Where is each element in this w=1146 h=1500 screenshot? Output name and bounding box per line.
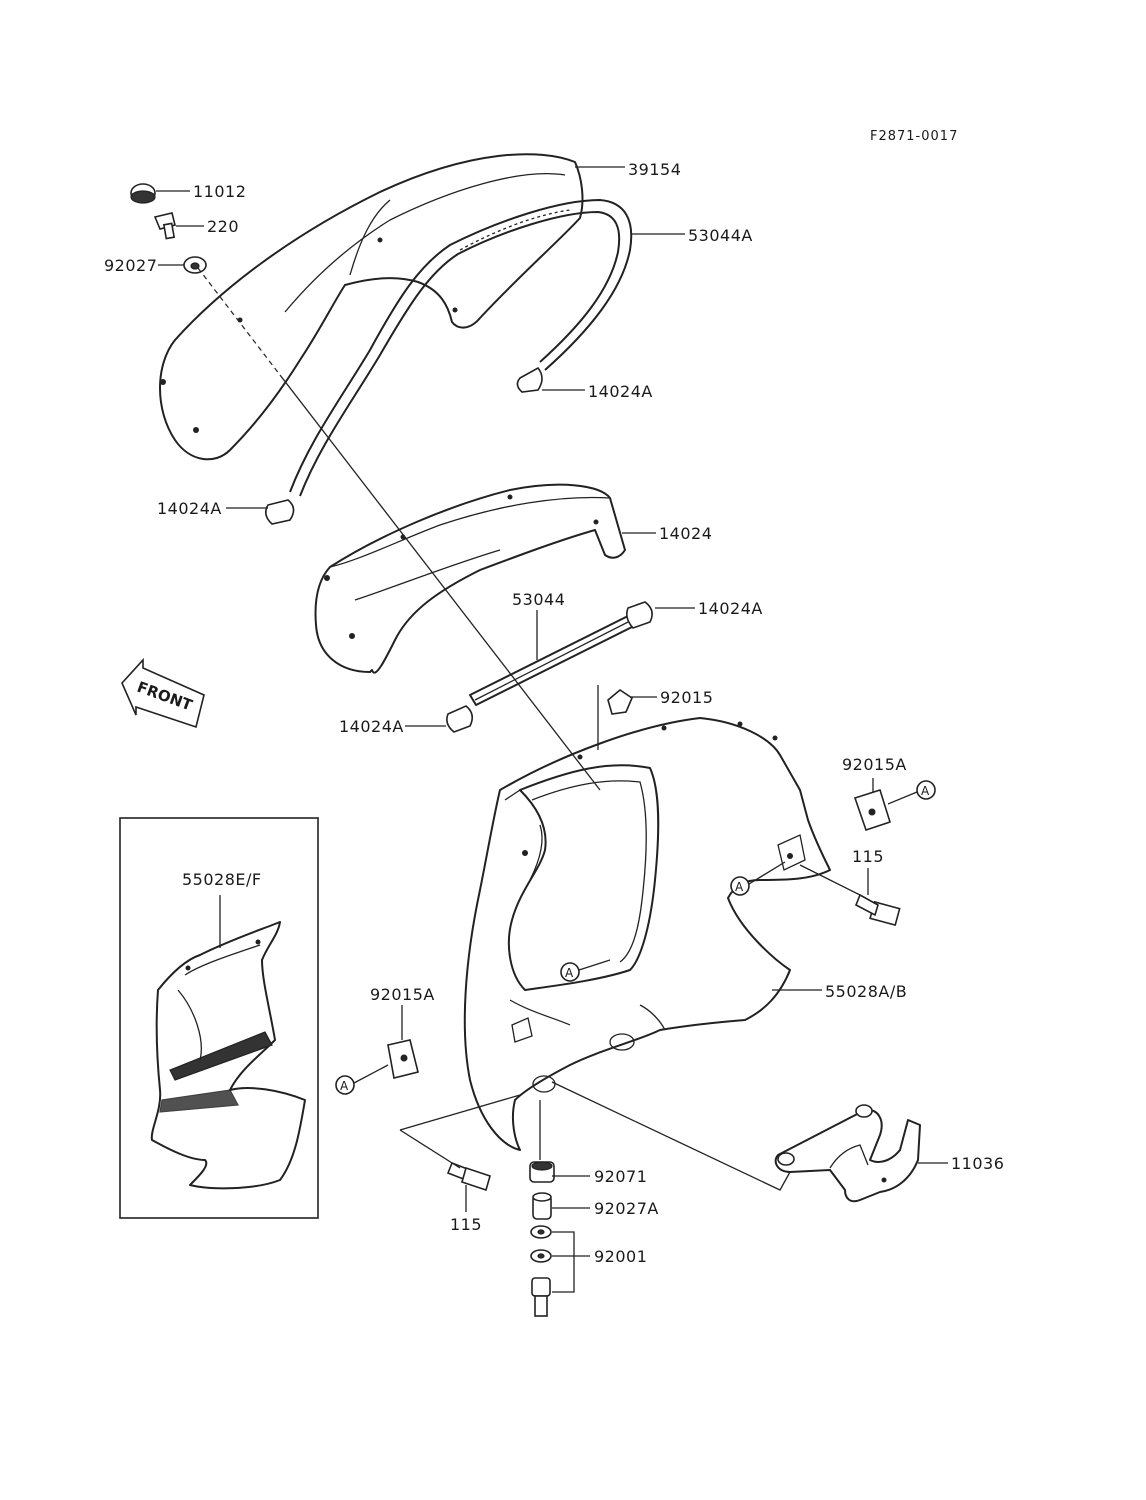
label-53044a: 53044A [688, 226, 753, 245]
screw-220 [153, 212, 176, 240]
grommet-92071 [529, 1161, 555, 1183]
trim-end-cap-left-upper [264, 499, 295, 525]
label-92027a: 92027A [594, 1199, 659, 1218]
nut-92015a-right [853, 788, 891, 832]
svg-text:A: A [565, 966, 574, 980]
trim-strip-upper [289, 199, 633, 497]
label-220: 220 [207, 217, 239, 236]
label-14024: 14024 [659, 524, 712, 543]
trim-end-cap-right-upper [516, 366, 543, 393]
bolt-bottom [531, 1277, 551, 1317]
label-115-right: 115 [852, 847, 884, 866]
bolt-115-right [854, 893, 901, 927]
label-11036: 11036 [951, 1154, 1004, 1173]
front-direction-marker: FRONT [121, 657, 205, 729]
label-92001: 92001 [594, 1247, 647, 1266]
label-115-left: 115 [450, 1215, 482, 1234]
windshield-part [159, 153, 584, 461]
trim-strip-lower [469, 614, 637, 706]
bracket-11036 [774, 1104, 921, 1203]
reference-mark-a-1: A [560, 962, 580, 982]
label-14024a-upper-left: 14024A [157, 499, 222, 518]
reference-mark-a-2: A [730, 876, 750, 896]
label-55028ab: 55028A/B [825, 982, 907, 1001]
svg-text:A: A [735, 880, 744, 894]
trim-end-cap-left-lower [446, 705, 474, 733]
washer-92001 [530, 1225, 552, 1263]
label-92015a-left: 92015A [370, 985, 435, 1004]
trim-end-cap-right-lower [626, 601, 653, 629]
upper-cowling-part [463, 717, 831, 1151]
nut-92015 [607, 689, 633, 715]
inset-box [119, 817, 319, 1219]
diagram-code: F2871-0017 [870, 129, 958, 144]
label-55028ef: 55028E/F [182, 870, 262, 889]
reference-mark-a-4: A [335, 1075, 355, 1095]
label-53044: 53044 [512, 590, 565, 609]
bolt-115-left [446, 1161, 491, 1192]
nut-92015a-left [387, 1039, 419, 1079]
label-11012: 11012 [193, 182, 246, 201]
label-92027: 92027 [104, 256, 157, 275]
svg-text:A: A [921, 784, 930, 798]
svg-text:A: A [340, 1079, 349, 1093]
meter-cover-part [314, 483, 626, 674]
nut-11012 [130, 183, 156, 204]
label-14024a-lower-left: 14024A [339, 717, 404, 736]
label-92015a-right: 92015A [842, 755, 907, 774]
label-39154: 39154 [628, 160, 681, 179]
label-92015: 92015 [660, 688, 713, 707]
label-14024a-lower-right: 14024A [698, 599, 763, 618]
label-14024a-upper-right: 14024A [588, 382, 653, 401]
collar-92027a [532, 1192, 552, 1220]
label-92071: 92071 [594, 1167, 647, 1186]
grommet-92027 [183, 256, 207, 274]
reference-mark-a-3: A [916, 780, 936, 800]
